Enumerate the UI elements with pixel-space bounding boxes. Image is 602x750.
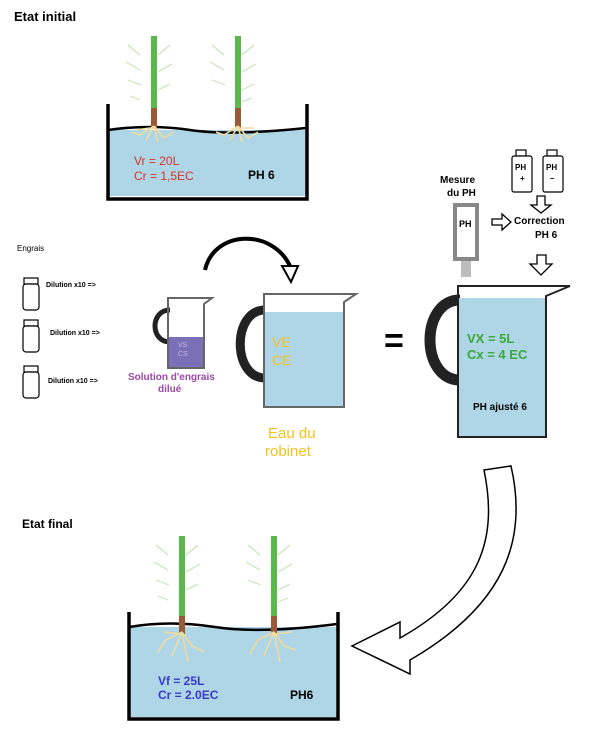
engrais-title: Engrais (17, 244, 45, 253)
initial-volume: Vr = 20L (134, 154, 180, 168)
curved-arrow-icon (203, 236, 300, 285)
final-ph: PH6 (290, 688, 314, 702)
ph-measure-title-line2: du PH (447, 188, 476, 199)
solution-vs: VS (178, 342, 188, 349)
ph-minus-bottle (542, 149, 564, 193)
plant-initial-left (125, 36, 175, 143)
final-concentration: Cr = 2.0EC (158, 688, 219, 702)
solution-caption-line2: dilué (158, 384, 182, 395)
ph-plus-bottle (511, 149, 533, 193)
tap-pitcher (235, 293, 360, 408)
engrais-vial-2 (22, 319, 40, 353)
final-volume: Vf = 25L (158, 674, 205, 688)
ph-probe (453, 203, 479, 277)
equals-sign: = (384, 322, 404, 360)
big-curved-arrow-icon (350, 465, 517, 676)
dilution-label-2: Dilution x10 => (50, 330, 100, 337)
solution-caption-line1: Solution d'engrais (128, 372, 215, 383)
tap-caption-line1: Eau du (268, 425, 316, 442)
plant-final-right (245, 536, 297, 663)
tap-ce: CE (272, 352, 292, 368)
ph-probe-label: PH (459, 219, 472, 229)
initial-ph: PH 6 (248, 168, 275, 182)
ph-measure-title-line1: Mesure (440, 175, 476, 186)
solution-cs: CS (178, 351, 188, 358)
arrow-right-icon (491, 212, 512, 232)
initial-title: Etat initial (14, 9, 77, 24)
engrais-vial-3 (22, 365, 40, 399)
dilution-label-1: Dilution x10 => (46, 282, 96, 289)
result-concentration: Cx = 4 EC (467, 347, 528, 362)
ph-minus-label: PH (546, 163, 558, 172)
correction-line2: PH 6 (535, 230, 558, 241)
result-ph: PH ajusté 6 (473, 402, 527, 413)
small-pitcher (152, 297, 215, 369)
ph-plus-label: PH (515, 163, 527, 172)
correction-line1: Correction (514, 216, 565, 227)
dilution-label-3: Dilution x10 => (48, 378, 98, 385)
result-volume: VX = 5L (467, 331, 515, 346)
final-title: Etat final (22, 517, 73, 531)
initial-concentration: Cr = 1,5EC (134, 169, 194, 183)
engrais-vial-1 (22, 277, 40, 311)
plant-final-left (153, 536, 205, 663)
arrow-down-icon (529, 195, 553, 214)
ph-minus-sign: – (550, 174, 555, 183)
result-pitcher (424, 285, 571, 438)
arrow-down-icon (528, 254, 554, 276)
tap-ve: VE (272, 334, 291, 350)
final-tank (127, 612, 340, 721)
plant-initial-right (209, 36, 259, 143)
initial-tank (106, 104, 309, 201)
tap-caption-line2: robinet (265, 443, 311, 460)
ph-plus-sign: + (520, 174, 525, 183)
